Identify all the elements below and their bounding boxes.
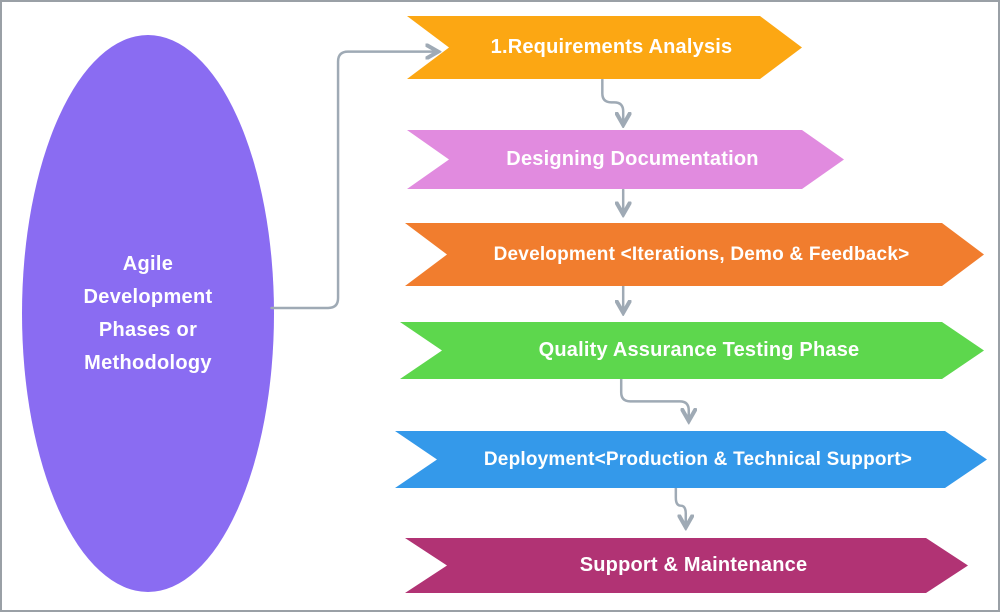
phase-banner-label: Deployment<Production & Technical Suppor…	[483, 448, 913, 470]
phase-banner-quality-assurance: Quality Assurance Testing Phase	[400, 322, 984, 379]
connector-phase1-to-phase2	[601, 78, 623, 124]
root-node-label-line: Development	[83, 285, 213, 308]
phase-banner-label: Designing Documentation	[506, 148, 759, 170]
root-node-label-line: Methodology	[84, 351, 212, 374]
root-node-label-line: Agile	[122, 252, 174, 275]
phase-banner-label: Quality Assurance Testing Phase	[538, 339, 860, 361]
phase-banner-label: 1.Requirements Analysis	[490, 36, 733, 58]
phase-banner-development: Development <Iterations, Demo & Feedback…	[405, 223, 984, 286]
phase-banner-support-maintenance: Support & Maintenance	[405, 538, 968, 593]
root-node-ellipse: Agile Development Phases or Methodology	[22, 35, 274, 592]
phase-banner-deployment: Deployment<Production & Technical Suppor…	[395, 431, 987, 488]
phase-banner-label: Support & Maintenance	[579, 554, 808, 576]
connector-root-to-phase1	[270, 52, 438, 310]
connector-phase5-to-phase6	[674, 484, 686, 527]
root-node-label-line: Phases or	[98, 318, 198, 341]
phase-banner-label: Development <Iterations, Demo & Feedback…	[493, 243, 910, 265]
phase-banner-designing-documentation: Designing Documentation	[407, 130, 844, 189]
phase-banner-requirements-analysis: 1.Requirements Analysis	[407, 16, 802, 79]
connector-phase4-to-phase5	[619, 376, 689, 421]
